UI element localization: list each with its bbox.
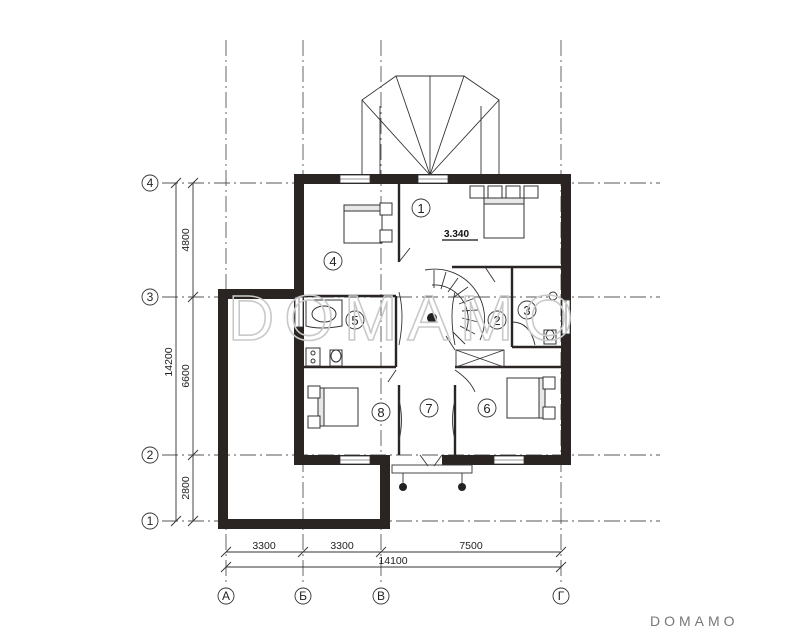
- dim-left-total: 14200: [163, 347, 175, 376]
- axis-bubble-4: 4: [141, 174, 159, 192]
- level-mark: 3.340: [442, 229, 478, 241]
- spiral-staircase: [424, 268, 505, 368]
- porch-column-right: [458, 483, 466, 491]
- room-8-marker: 8: [371, 402, 391, 422]
- dim-bottom-3300-b: 3300: [330, 540, 354, 552]
- dim-left-6600: 6600: [180, 364, 192, 388]
- dim-left-4800: 4800: [180, 228, 192, 252]
- room-8-label: 8: [377, 405, 384, 420]
- room-4-marker: 4: [323, 251, 343, 271]
- room-1-marker: 1: [411, 198, 431, 218]
- room-3-marker: 3: [517, 300, 537, 320]
- room-2-label: 2: [493, 313, 500, 328]
- axis-label-2: 2: [147, 448, 154, 462]
- room-7-marker: 7: [419, 398, 439, 418]
- axis-label-3: 3: [147, 290, 154, 304]
- furniture-beds: [307, 185, 556, 429]
- axis-bubble-3: 3: [141, 288, 159, 306]
- axis-bubble-1: 1: [141, 512, 159, 530]
- axis-bubble-v: В: [372, 587, 390, 605]
- axis-bubbles-vertical: А Б В Г: [217, 587, 570, 605]
- room-7-label: 7: [425, 401, 432, 416]
- watermark: DOMAMO: [228, 282, 583, 354]
- doors: [387, 247, 536, 467]
- dim-bottom-7500: 7500: [459, 540, 483, 552]
- level-mark-text: 3.340: [444, 229, 469, 240]
- bottom-dimension-lines: [220, 546, 567, 573]
- room-5-marker: 5: [345, 310, 365, 330]
- porch-column-left: [399, 483, 407, 491]
- room-numbers: 1 2 3 4 5 6 7 8: [323, 198, 537, 422]
- axis-label-v: В: [377, 589, 385, 603]
- axis-label-4: 4: [147, 176, 154, 190]
- room-6-marker: 6: [477, 398, 497, 418]
- stair-center-post: [427, 313, 437, 323]
- room-6-label: 6: [483, 401, 490, 416]
- dim-bottom-total: 14100: [378, 555, 407, 567]
- room-1-label: 1: [417, 201, 424, 216]
- brand-logo-text: DOMAMO: [650, 613, 739, 629]
- axis-bubbles-horizontal: 4 3 2 1: [141, 174, 159, 530]
- room-4-label: 4: [329, 254, 336, 269]
- bay-window-projection: [361, 75, 500, 176]
- axis-bubble-g: Г: [552, 587, 570, 605]
- axis-label-a: А: [222, 589, 230, 603]
- axis-label-b: Б: [299, 589, 307, 603]
- axis-label-g: Г: [558, 589, 565, 603]
- dim-left-2800: 2800: [180, 476, 192, 500]
- window-sill-lines: [298, 178, 567, 461]
- axis-label-1: 1: [147, 514, 154, 528]
- bathroom-fixtures: [305, 291, 558, 367]
- axis-bubble-b: Б: [294, 587, 312, 605]
- room-2-marker: 2: [487, 310, 507, 330]
- room-3-label: 3: [523, 303, 530, 318]
- axis-bubble-2: 2: [141, 446, 159, 464]
- left-dimension-lines: [170, 177, 199, 527]
- room-5-label: 5: [351, 313, 358, 328]
- dim-bottom-3300-a: 3300: [252, 540, 276, 552]
- interior-walls: [304, 184, 561, 455]
- axis-bubble-a: А: [217, 587, 235, 605]
